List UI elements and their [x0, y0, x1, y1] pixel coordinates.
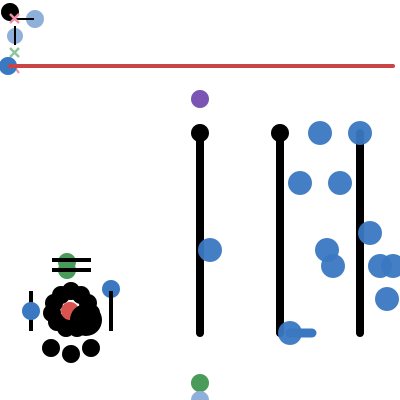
vertical-bar-2	[271, 124, 289, 337]
blue-dot	[288, 171, 312, 195]
top-left-green-cross-b	[9, 47, 20, 58]
bottom-black-dot	[62, 345, 80, 363]
blue-dot	[381, 254, 400, 278]
blue-dot	[375, 287, 399, 311]
bottom-black-dot	[42, 339, 60, 357]
vertical-bar-1	[191, 124, 209, 337]
top-left-light-blue-dot	[26, 10, 44, 28]
purple-dot	[191, 90, 209, 108]
blue-dot	[22, 302, 40, 320]
bottom-light-blue-dot	[191, 391, 209, 400]
top-left-black-dot	[1, 3, 19, 21]
bottom-left-cluster	[22, 253, 120, 363]
large-black-dot	[70, 304, 102, 336]
blue-dot	[321, 254, 345, 278]
blue-dot	[358, 221, 382, 245]
blue-dot	[328, 171, 352, 195]
top-left-cluster	[0, 3, 44, 75]
bar-2-cap	[271, 124, 289, 142]
blue-dot	[102, 280, 120, 298]
top-left-pink-cross-b	[9, 13, 20, 24]
bottom-green-dot	[191, 374, 209, 392]
blue-dot	[198, 238, 222, 262]
blue-dot-group	[198, 121, 400, 345]
blue-dot	[348, 121, 372, 145]
bar-1-cap	[191, 124, 209, 142]
blue-dot	[308, 121, 332, 145]
bottom-black-dot	[82, 339, 100, 357]
